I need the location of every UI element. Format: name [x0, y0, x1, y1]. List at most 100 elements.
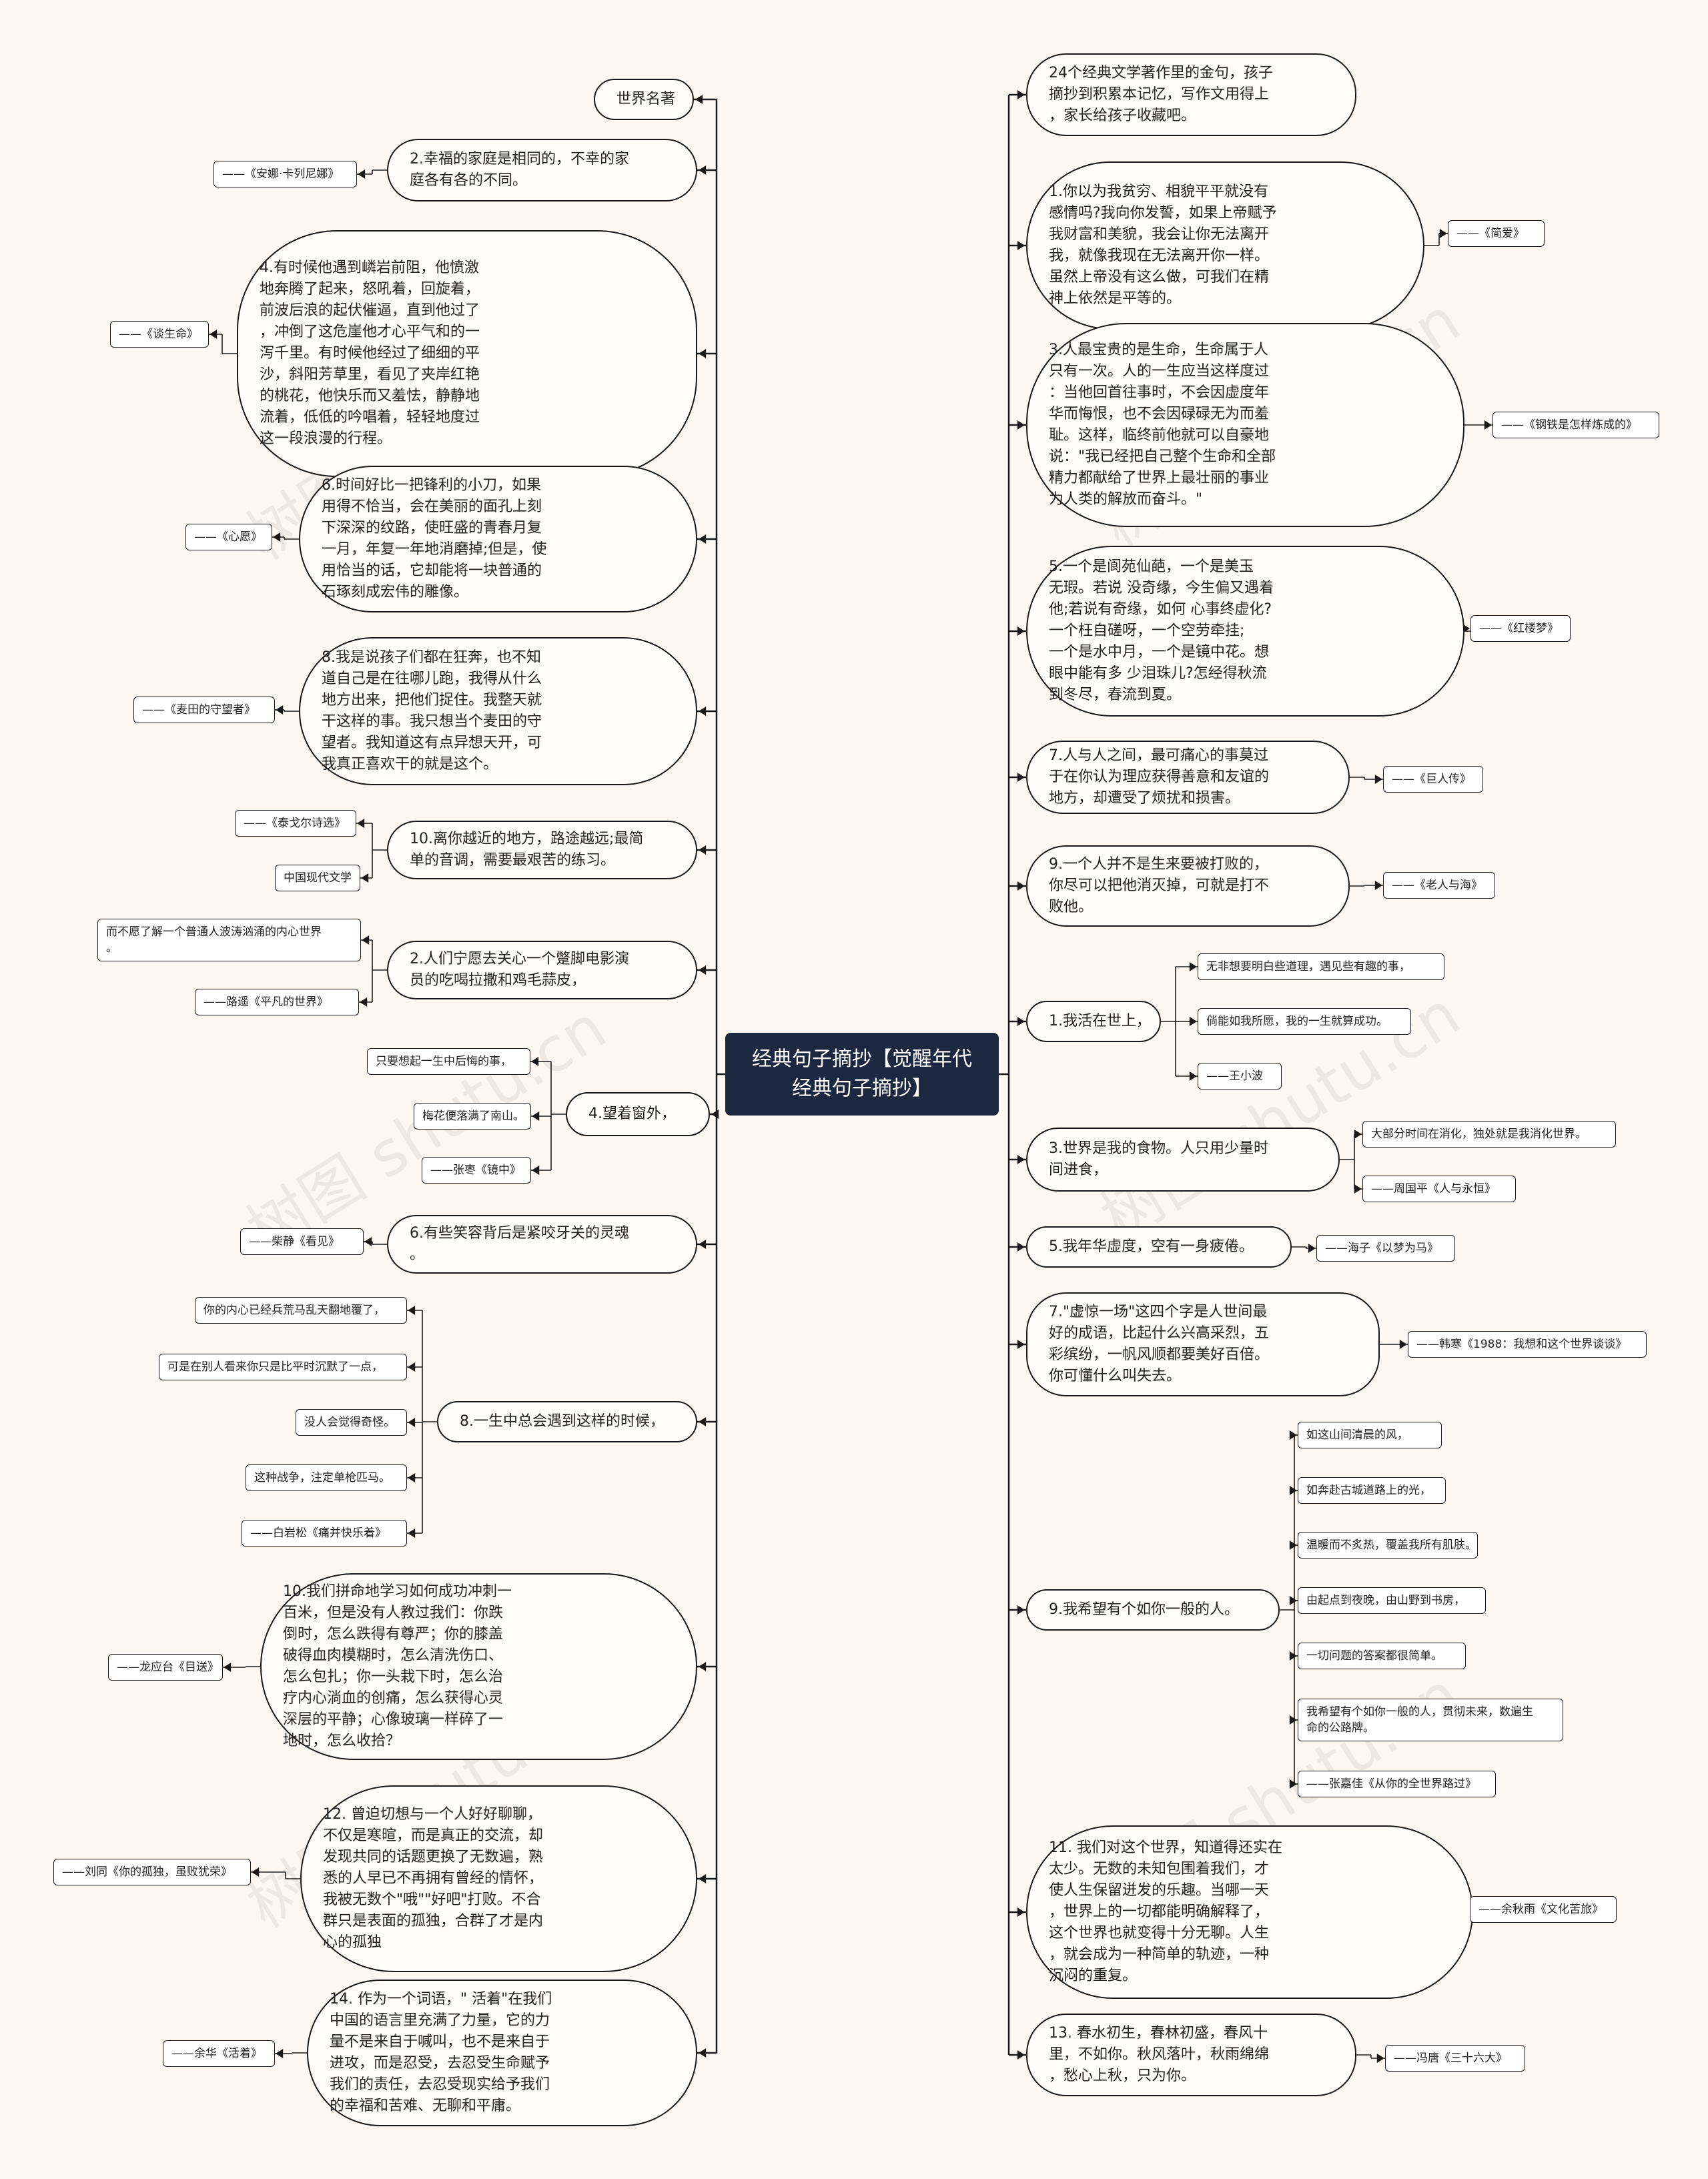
left-note-text: 这种战争，注定单枪匹马。	[254, 1471, 390, 1484]
note-arrow	[408, 1306, 416, 1315]
left-note-node[interactable]: 而不愿了解一个普通人波涛汹涌的内心世界 。	[97, 919, 361, 961]
left-note-text: ——路遥《平凡的世界》	[203, 995, 328, 1009]
right-note-node[interactable]: 由起点到夜晚，由山野到书房，	[1298, 1587, 1486, 1614]
left-branch-arrow	[699, 1417, 707, 1426]
right-note-text: 倘能如我所愿，我的一生就算成功。	[1206, 1015, 1388, 1028]
left-note-node[interactable]: ——《安娜·卡列尼娜》	[214, 161, 357, 187]
left-note-text: ——柴静《看见》	[249, 1235, 340, 1248]
right-note-node[interactable]: 如这山间清晨的风，	[1298, 1422, 1442, 1448]
right-topic-text: 5.我年华虚度，空有一身疲倦。	[1049, 1238, 1254, 1255]
right-topic-node[interactable]: 5.我年华虚度，空有一身疲倦。	[1026, 1226, 1292, 1268]
right-note-text: ——韩寒《1988：我想和这个世界谈谈》	[1416, 1338, 1627, 1351]
left-topic-node[interactable]: 12. 曾迫切想与一个人好好聊聊， 不仅是寒暄，而是真正的交流，却 发现共同的话…	[300, 1785, 697, 1972]
left-note-node[interactable]: 梅花便落满了南山。	[414, 1103, 531, 1130]
left-topic-node[interactable]: 4.望着窗外，	[566, 1092, 710, 1136]
note-arrow	[408, 1362, 416, 1372]
right-note-node[interactable]: 温暖而不炙热，覆盖我所有肌肤。	[1298, 1532, 1478, 1559]
right-note-node[interactable]: ——周国平《人与永恒》	[1362, 1176, 1516, 1202]
left-note-node[interactable]: ——《泰戈尔诗选》	[235, 810, 356, 837]
left-topic-node[interactable]: 10.我们拼命地学习如何成功冲刺一 百米，但是没有人教过我们：你跌 倒时，怎么跌…	[260, 1573, 697, 1760]
left-topic-text: 4.望着窗外，	[588, 1106, 676, 1122]
right-note-node[interactable]: 倘能如我所愿，我的一生就算成功。	[1198, 1008, 1411, 1035]
left-topic-text: 12. 曾迫切想与一个人好好聊聊， 不仅是寒暄，而是真正的交流，却 发现共同的话…	[323, 1806, 544, 1951]
note-arrow	[408, 1473, 416, 1482]
left-topic-node[interactable]: 2.幸福的家庭是相同的，不幸的家 庭各有各的不同。	[387, 139, 697, 201]
right-branch-arrow	[1017, 241, 1025, 250]
left-note-node[interactable]: ——柴静《看见》	[240, 1228, 364, 1255]
left-note-node[interactable]: 中国现代文学	[275, 865, 360, 891]
left-topic-text: 10.我们拼命地学习如何成功冲刺一 百米，但是没有人教过我们：你跌 倒时，怎么跌…	[283, 1583, 512, 1749]
left-topic-node[interactable]: 6.有些笑容背后是紧咬牙关的灵魂 。	[387, 1215, 697, 1274]
left-note-node[interactable]: ——路遥《平凡的世界》	[195, 989, 359, 1015]
right-note-node[interactable]: 我希望有个如你一般的人，贯彻未来，数遍生 命的公路牌。	[1298, 1699, 1563, 1741]
right-topic-node[interactable]: 24个经典文学著作里的金句，孩子 摘抄到积累本记忆，写作文用得上 ，家长给孩子收…	[1026, 53, 1356, 136]
right-topic-node[interactable]: 11. 我们对这个世界，知道得还实在 太少。无数的未知包围着我们，才 使人生保留…	[1026, 1825, 1473, 1999]
left-topic-node[interactable]: 6.时间好比一把锋利的小刀，如果 用得不恰当，会在美丽的面孔上刻 下深深的纹路，…	[299, 466, 697, 612]
left-topic-node[interactable]: 10.离你越近的地方，路途越远;最简 单的音调，需要最艰苦的练习。	[387, 821, 697, 879]
left-topic-node[interactable]: 2.人们宁愿去关心一个蹩脚电影演 员的吃喝拉撒和鸡毛蒜皮，	[387, 941, 697, 999]
right-note-node[interactable]: 如奔赴古城道路上的光，	[1298, 1477, 1446, 1504]
left-note-node[interactable]: 你的内心已经兵荒马乱天翻地覆了，	[195, 1297, 407, 1324]
right-note-node[interactable]: ——《老人与海》	[1383, 872, 1495, 899]
note-arrow	[1189, 1071, 1197, 1081]
right-note-node[interactable]: ——韩寒《1988：我想和这个世界谈谈》	[1408, 1331, 1647, 1358]
left-note-node[interactable]: 可是在别人看来你只是比平时沉默了一点，	[159, 1354, 407, 1380]
right-topic-node[interactable]: 7.人与人之间，最可痛心的事莫过 于在你认为理应获得善意和友谊的 地方，却遭受了…	[1026, 741, 1350, 814]
left-note-text: ——余华《活着》	[171, 2047, 262, 2060]
right-topic-node[interactable]: 9.我希望有个如你一般的人。	[1026, 1589, 1280, 1631]
right-note-node[interactable]: 一切问题的答案都很简单。	[1298, 1643, 1466, 1669]
right-note-node[interactable]: ——冯唐《三十六大》	[1385, 2045, 1525, 2072]
left-note-text: ——刘同《你的孤独，虽败犹荣》	[62, 1865, 232, 1879]
left-note-node[interactable]: 没人会觉得奇怪。	[296, 1409, 407, 1436]
left-note-node[interactable]: ——龙应台《目送》	[108, 1654, 223, 1681]
left-note-node[interactable]: 只要想起一生中后悔的事，	[367, 1048, 530, 1075]
left-note-node[interactable]: ——余华《活着》	[163, 2040, 275, 2067]
right-note-node[interactable]: ——《红楼梦》	[1470, 615, 1571, 642]
note-arrow	[1289, 1541, 1297, 1550]
right-topic-text: 9.一个人并不是生来要被打败的， 你尽可以把他消灭掉，可就是打不 败他。	[1049, 856, 1270, 915]
right-note-node[interactable]: ——《钢铁是怎样炼成的》	[1492, 412, 1659, 438]
left-note-text: ——《心愿》	[194, 530, 262, 544]
note-arrow	[408, 1418, 416, 1427]
right-note-node[interactable]: ——张嘉佳《从你的全世界路过》	[1298, 1771, 1496, 1797]
left-topic-node[interactable]: 4.有时候他遇到嶙岩前阻，他愤激 地奔腾了起来，怒吼着，回旋着， 前波后浪的起伏…	[237, 230, 697, 477]
note-arrow	[1484, 420, 1492, 430]
right-note-node[interactable]: ——《简爱》	[1448, 220, 1545, 247]
left-note-node[interactable]: 这种战争，注定单枪匹马。	[246, 1464, 407, 1491]
left-topic-node[interactable]: 8.一生中总会遇到这样的时候，	[437, 1401, 697, 1442]
right-note-text: ——海子《以梦为马》	[1325, 1242, 1438, 1255]
right-note-node[interactable]: ——余秋雨《文化苦旅》	[1470, 1896, 1617, 1923]
right-note-node[interactable]: ——海子《以梦为马》	[1316, 1235, 1455, 1262]
right-branch-arrow	[1017, 626, 1025, 636]
note-arrow	[361, 873, 369, 883]
note-arrow	[1374, 881, 1382, 890]
right-topic-node[interactable]: 5.一个是阆苑仙葩，一个是美玉 无瑕。若说 没奇缘，今生偏又遇着 他;若说有奇缘…	[1026, 546, 1464, 717]
left-topic-node[interactable]: 14. 作为一个词语，" 活着"在我们 中国的语言里充满了力量，它的力 量不是来…	[307, 1980, 697, 2126]
right-topic-node[interactable]: 3.世界是我的食物。人只用少量时 间进食，	[1026, 1128, 1340, 1192]
left-topic-node[interactable]: 世界名著	[594, 79, 694, 120]
right-note-node[interactable]: 大部分时间在消化，独处就是我消化世界。	[1362, 1121, 1616, 1148]
central-topic[interactable]: 经典句子摘抄【觉醒年代 经典句子摘抄】	[725, 1033, 999, 1116]
left-note-text: 可是在别人看来你只是比平时沉默了一点，	[167, 1360, 383, 1374]
left-topic-node[interactable]: 8.我是说孩子们都在狂奔，也不知 道自己是在往哪儿跑，我得从什么 地方出来，把他…	[299, 637, 697, 785]
right-topic-node[interactable]: 9.一个人并不是生来要被打败的， 你尽可以把他消灭掉，可就是打不 败他。	[1026, 845, 1350, 927]
right-topic-node[interactable]: 3.人最宝贵的是生命，生命属于人 只有一次。人的一生应当这样度过 ：当他回首往事…	[1026, 323, 1464, 527]
right-note-node[interactable]: ——王小波	[1198, 1063, 1282, 1090]
right-topic-node[interactable]: 7."虚惊一场"这四个字是人世间最 好的成语，比起什么兴高采烈，五 彩缤纷，一帆…	[1026, 1292, 1380, 1396]
left-note-node[interactable]: ——白岩松《痛并快乐着》	[242, 1520, 407, 1547]
left-note-node[interactable]: ——《谈生命》	[110, 321, 209, 348]
left-note-node[interactable]: ——张枣《镜中》	[422, 1157, 531, 1184]
right-topic-node[interactable]: 1.我活在世上，	[1026, 1001, 1161, 1042]
right-note-node[interactable]: ——《巨人传》	[1383, 766, 1483, 793]
central-topic-label: 经典句子摘抄【觉醒年代 经典句子摘抄】	[752, 1047, 972, 1100]
note-arrow	[276, 2049, 284, 2058]
note-arrow	[1189, 962, 1197, 971]
right-topic-node[interactable]: 1.你以为我贫穷、相貌平平就没有 感情吗?我向你发誓，如果上帝赋予 我财富和美貌…	[1026, 161, 1424, 330]
left-note-node[interactable]: ——刘同《你的孤独，虽败犹荣》	[53, 1859, 251, 1885]
right-note-node[interactable]: 无非想要明白些道理，遇见些有趣的事，	[1198, 953, 1444, 980]
left-note-node[interactable]: ——《心愿》	[185, 524, 272, 550]
right-topic-node[interactable]: 13. 春水初生，春林初盛，春风十 里，不如你。秋风落叶，秋雨绵绵 ，愁心上秋，…	[1026, 2014, 1356, 2096]
right-branch-arrow	[1017, 1017, 1025, 1026]
right-note-text: ——余秋雨《文化苦旅》	[1478, 1903, 1603, 1916]
left-note-node[interactable]: ——《麦田的守望者》	[133, 697, 275, 723]
